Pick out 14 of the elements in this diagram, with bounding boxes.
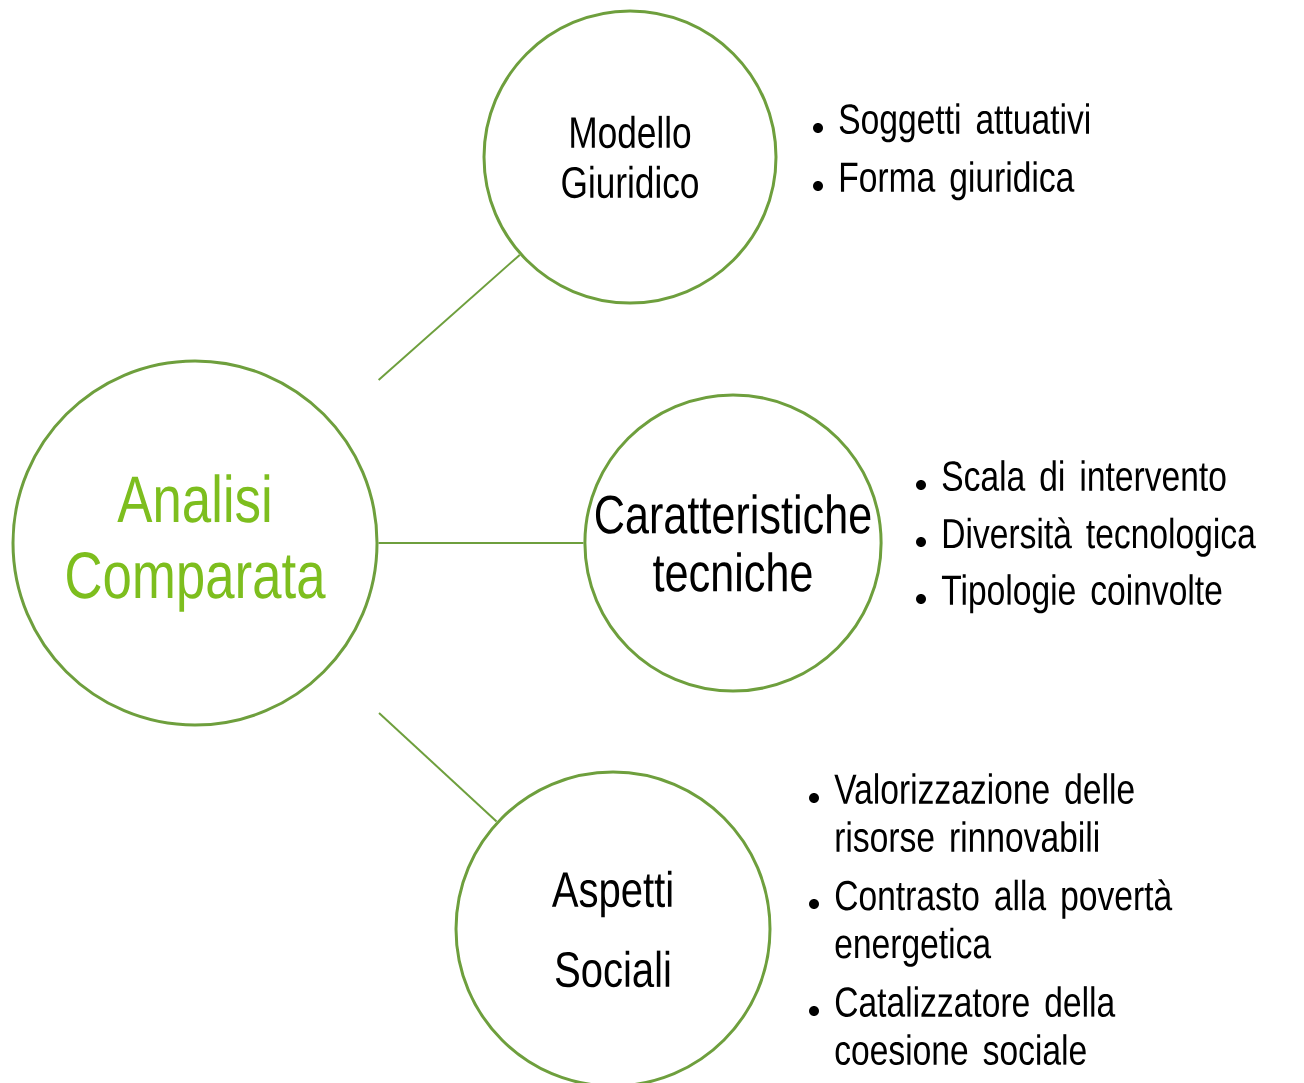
connector-line <box>377 542 585 544</box>
connector-line <box>378 711 498 823</box>
bullet-item: Forma giuridica <box>813 161 1075 201</box>
bullet-item: Valorizzazione delle risorse rinnovabili <box>809 773 1134 853</box>
bullet-item: Diversità tecnologica <box>916 517 1256 557</box>
bullet-item: Tipologie coinvolte <box>916 574 1222 614</box>
connector-line <box>377 253 521 382</box>
bullet-item: Scala di intervento <box>916 460 1226 492</box>
bullet-item: Contrasto alla povertà energetica <box>809 879 1173 967</box>
bullet-item: Catalizzatore della coesione sociale <box>809 986 1116 1066</box>
bullet-item: Soggetti attuativi <box>813 103 1089 143</box>
circle-node: Analisi Comparata <box>11 359 379 727</box>
circle-node: Modello Giuridico <box>482 9 778 305</box>
circle-node: Caratteristiche tecniche <box>583 393 883 693</box>
